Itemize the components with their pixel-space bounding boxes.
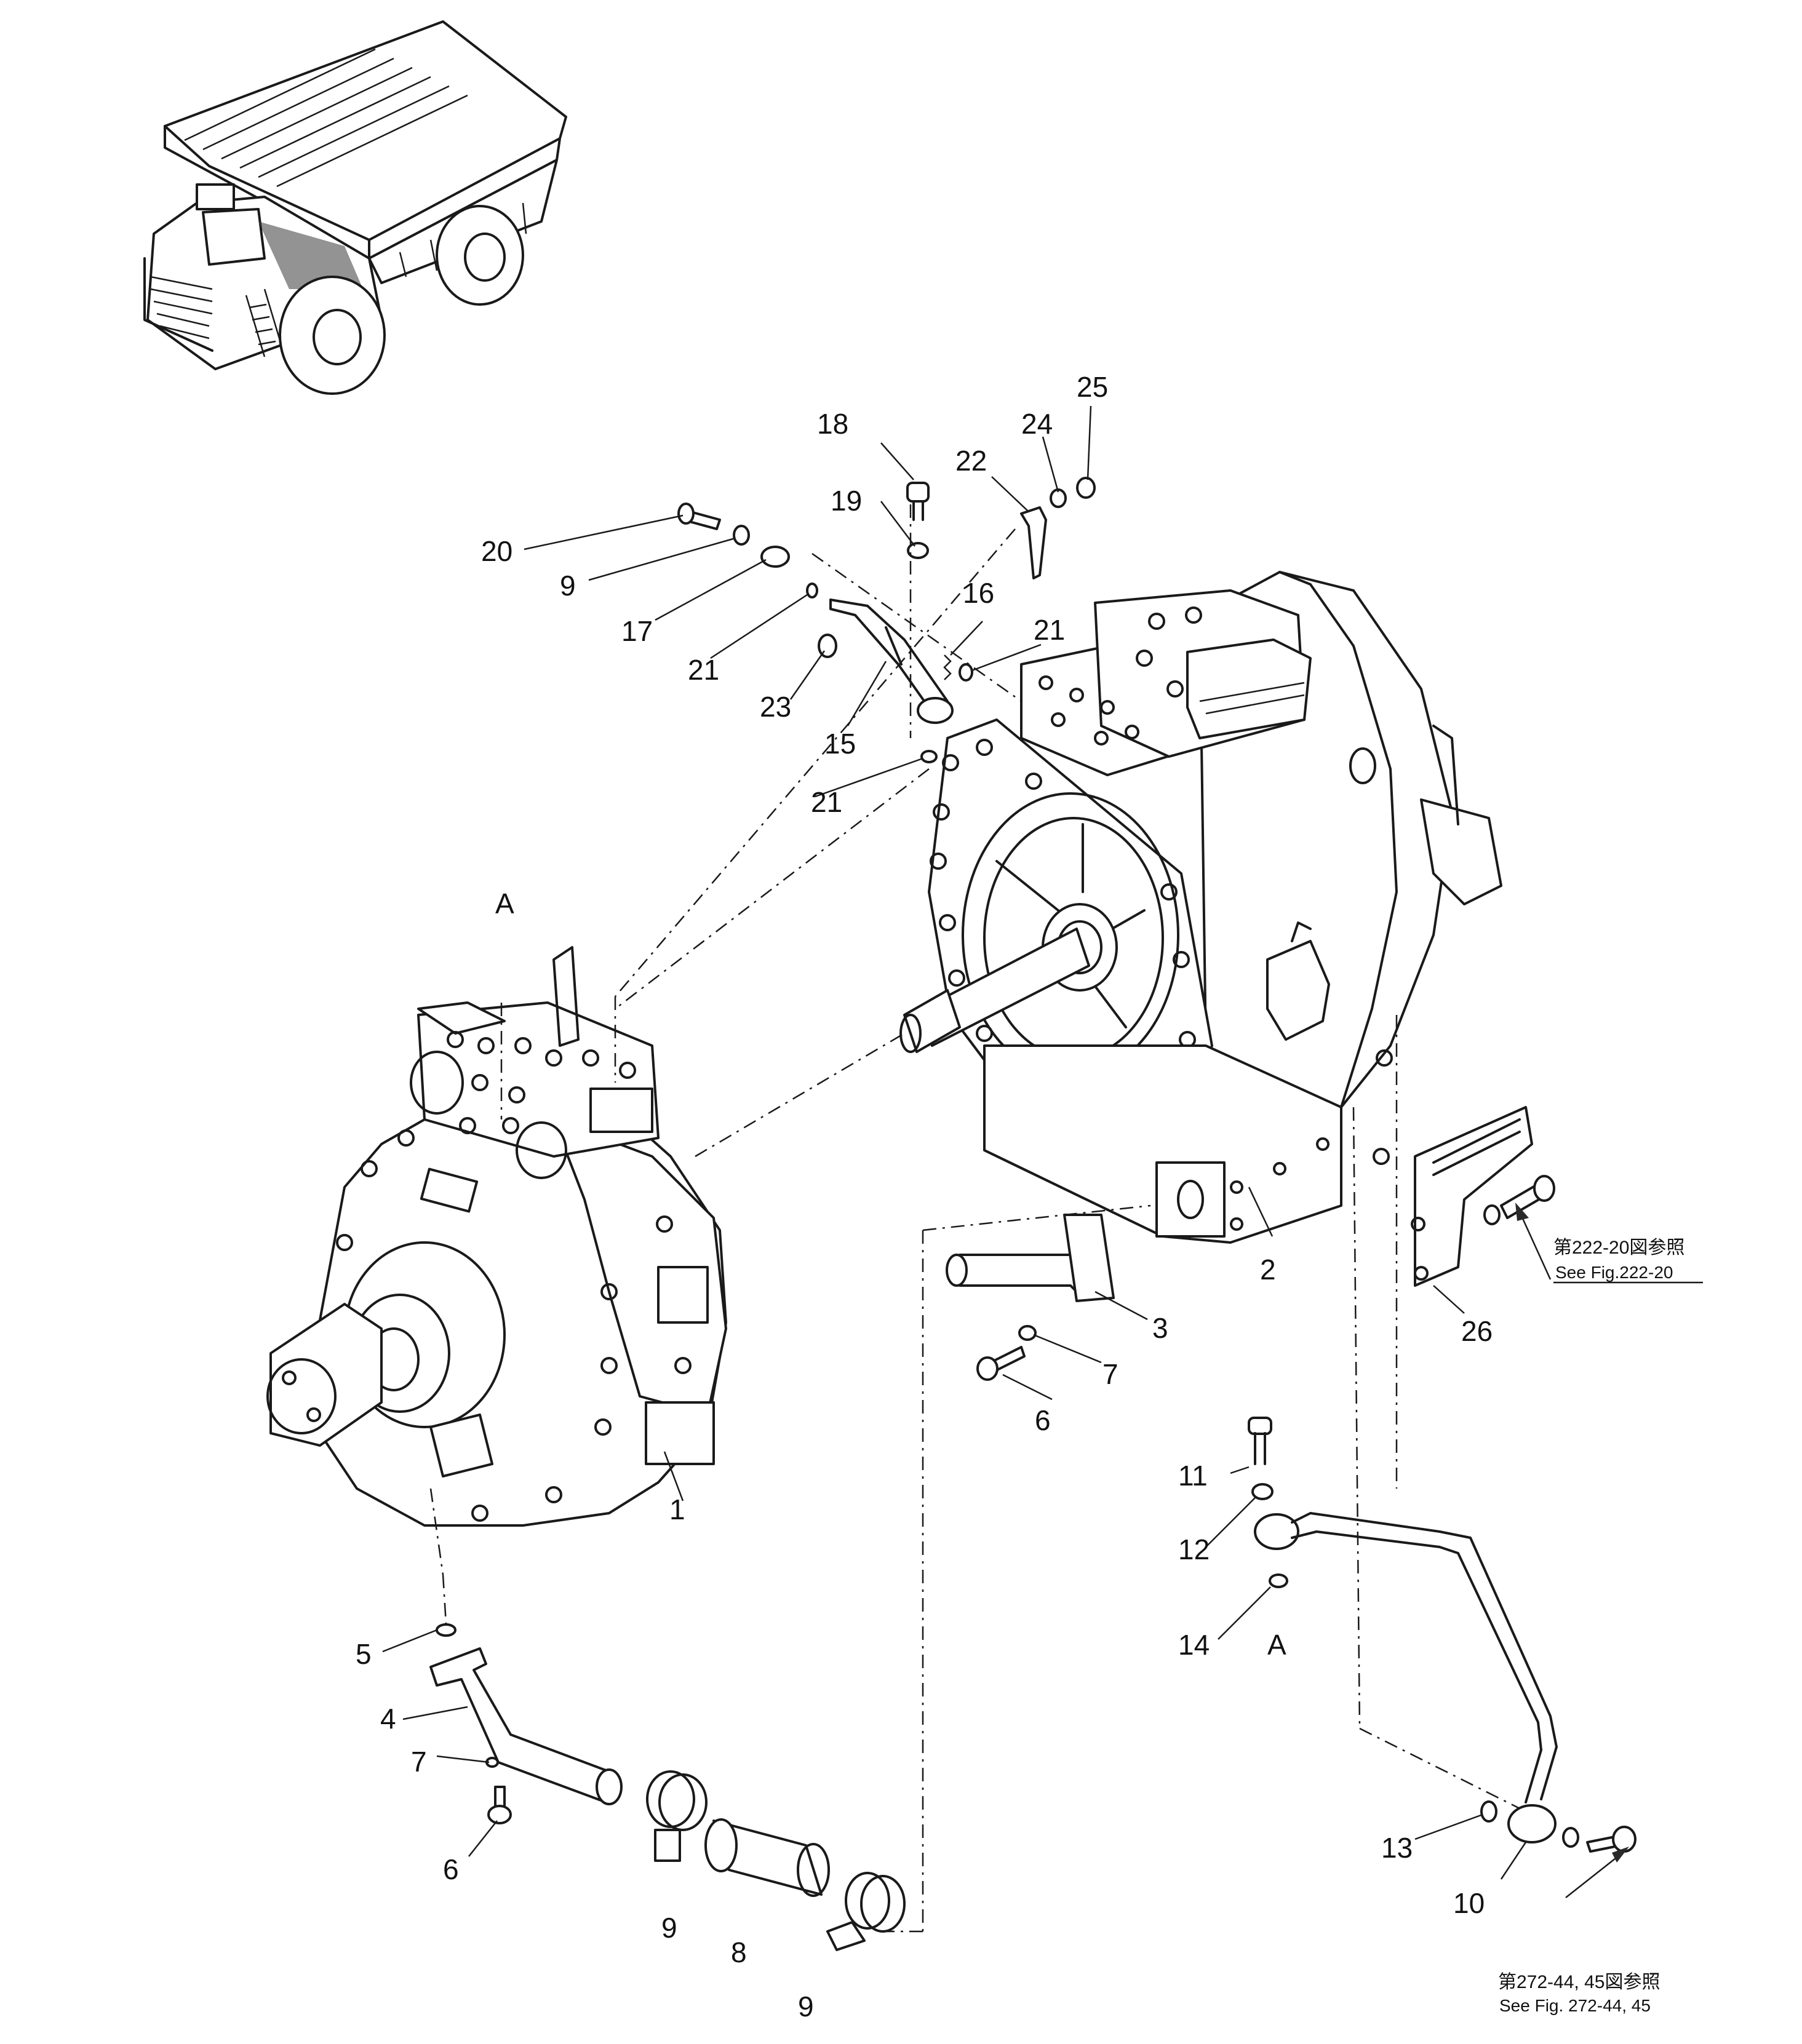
part-label-23: 23 xyxy=(760,691,791,723)
control-linkage-parts xyxy=(677,477,1096,763)
figure-references: 第222-20図参照 See Fig.222-20 第272-44, 45図参照… xyxy=(1498,1238,1684,2015)
part-label-10: 10 xyxy=(1453,1887,1485,1919)
dump-truck-illustration xyxy=(143,20,567,395)
part-label-7b: 7 xyxy=(411,1746,427,1778)
part-label-13: 13 xyxy=(1381,1832,1413,1864)
part-label-6b: 6 xyxy=(443,1853,459,1885)
part-label-9b: 9 xyxy=(661,1912,677,1944)
part-label-18: 18 xyxy=(817,408,848,440)
part-label-7a: 7 xyxy=(1102,1358,1118,1390)
leader-lines xyxy=(382,405,1527,1880)
part-label-24: 24 xyxy=(1021,408,1053,440)
part-number-labels: 1 2 3 4 5 6 6 7 7 8 9 9 9 10 11 12 13 14… xyxy=(356,371,1493,2022)
alignment-lines xyxy=(429,504,1520,1933)
part-label-17: 17 xyxy=(621,615,653,647)
part-label-9c: 9 xyxy=(798,1990,814,2022)
part-label-8: 8 xyxy=(731,1936,747,1968)
part-label-21b: 21 xyxy=(1034,614,1065,646)
pipe-4-hose-8 xyxy=(429,1623,906,1951)
point-label-a-bottom: A xyxy=(1267,1629,1286,1661)
part-label-4: 4 xyxy=(380,1703,396,1735)
part-label-26: 26 xyxy=(1461,1315,1493,1347)
tube-10 xyxy=(1248,1417,1637,1853)
transmission-assembly xyxy=(899,571,1502,1244)
part-label-15: 15 xyxy=(824,728,856,760)
torque-converter-assembly xyxy=(266,946,727,1527)
part-label-5: 5 xyxy=(356,1638,372,1670)
part-label-21a: 21 xyxy=(688,654,719,686)
part-label-25: 25 xyxy=(1077,371,1108,403)
reference-fig-222-jp: 第222-20図参照 xyxy=(1553,1238,1684,1258)
part-label-14: 14 xyxy=(1178,1629,1210,1661)
part-label-21c: 21 xyxy=(811,786,842,818)
point-label-a-top: A xyxy=(495,888,514,920)
reference-pointers xyxy=(1515,1203,1703,1898)
part-label-6a: 6 xyxy=(1035,1404,1051,1436)
part-label-22: 22 xyxy=(955,445,987,477)
reference-fig-272-en: See Fig. 272-44, 45 xyxy=(1499,1996,1651,2015)
reference-fig-222-en: See Fig.222-20 xyxy=(1555,1263,1673,1282)
reference-fig-272-jp: 第272-44, 45図参照 xyxy=(1498,1972,1660,1992)
pipe-3 xyxy=(946,1214,1115,1381)
part-label-20: 20 xyxy=(481,535,512,567)
part-label-12: 12 xyxy=(1178,1533,1210,1565)
part-label-11: 11 xyxy=(1178,1460,1208,1492)
part-label-9a: 9 xyxy=(560,570,576,602)
part-label-2: 2 xyxy=(1260,1254,1276,1286)
bracket-26 xyxy=(1411,1106,1555,1287)
part-label-3: 3 xyxy=(1152,1312,1168,1344)
part-label-19: 19 xyxy=(831,485,862,517)
part-label-1: 1 xyxy=(669,1493,685,1525)
part-label-16: 16 xyxy=(963,577,994,609)
